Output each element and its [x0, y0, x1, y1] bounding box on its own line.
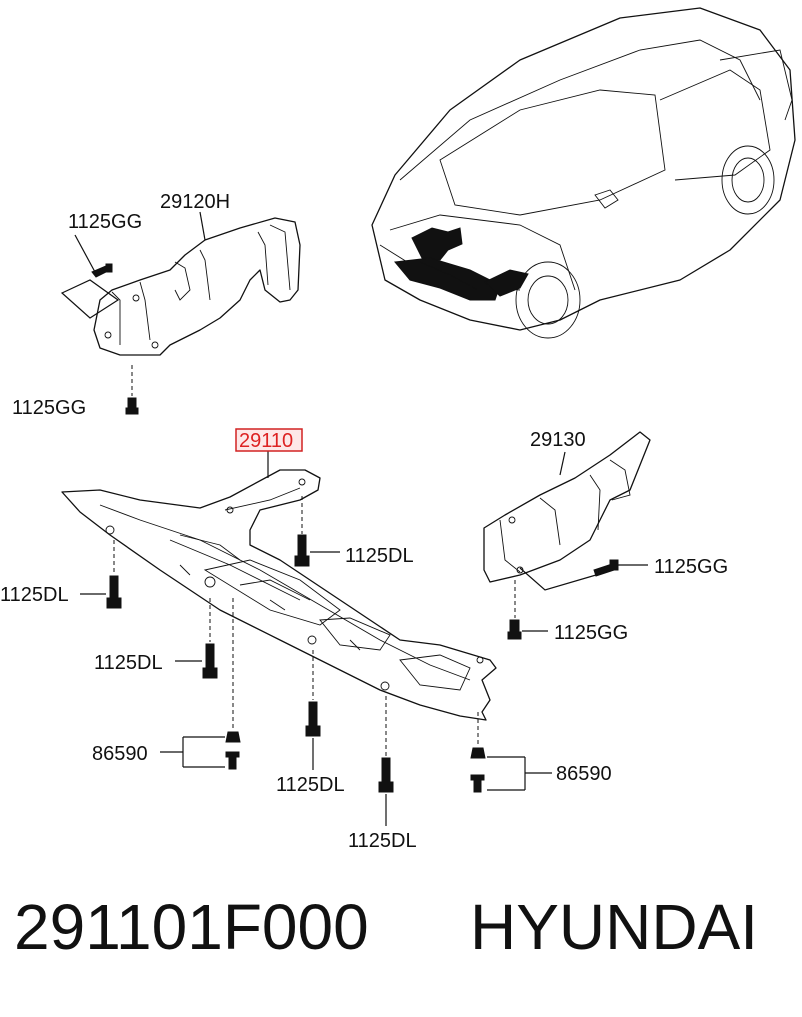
- bolt-1125DL-lower: [378, 757, 394, 793]
- label-1125GG-left: 1125GG: [12, 397, 86, 419]
- brand-text: HYUNDAI: [470, 891, 759, 963]
- label-86590-right: 86590: [556, 763, 612, 785]
- bolt-1125DL-upper: [294, 534, 310, 567]
- parts-diagram: 29120H 1125GG 1125GG 29110 29130 1125DL …: [0, 7, 796, 852]
- clip-86590-left: [225, 731, 241, 770]
- label-29110: 29110: [239, 430, 293, 452]
- bolt-29120H-lower: [125, 397, 139, 415]
- label-86590-left: 86590: [92, 743, 148, 765]
- label-1125DL-mid-left: 1125DL: [94, 652, 163, 674]
- bolt-1125DL-mid: [305, 701, 321, 737]
- label-1125DL-mid: 1125DL: [276, 774, 345, 796]
- part-29110-shape: [61, 469, 497, 721]
- bolt-29130-side: [593, 559, 619, 577]
- vehicle-illustration: [371, 7, 796, 339]
- part-29120H-shape: [93, 217, 301, 356]
- label-1125GG-top: 1125GG: [68, 211, 142, 233]
- part-29130-shape: [483, 431, 651, 583]
- label-1125DL-left: 1125DL: [0, 584, 69, 606]
- bolt-29120H-upper: [91, 263, 113, 278]
- bolt-1125DL-mid-left: [202, 643, 218, 679]
- highlight-box-29110: [235, 428, 303, 452]
- label-29120H: 29120H: [160, 191, 230, 213]
- label-29130: 29130: [530, 429, 586, 451]
- label-1125GG-right-upper: 1125GG: [654, 556, 728, 578]
- clip-86590-right: [470, 747, 486, 793]
- bolt-29130-lower: [507, 619, 522, 640]
- part-number-text: 291101F000: [14, 891, 369, 963]
- label-1125GG-right-lower: 1125GG: [554, 622, 628, 644]
- bolt-1125DL-left: [106, 575, 122, 609]
- label-1125DL-lower: 1125DL: [348, 830, 417, 852]
- label-1125DL-upper: 1125DL: [345, 545, 414, 567]
